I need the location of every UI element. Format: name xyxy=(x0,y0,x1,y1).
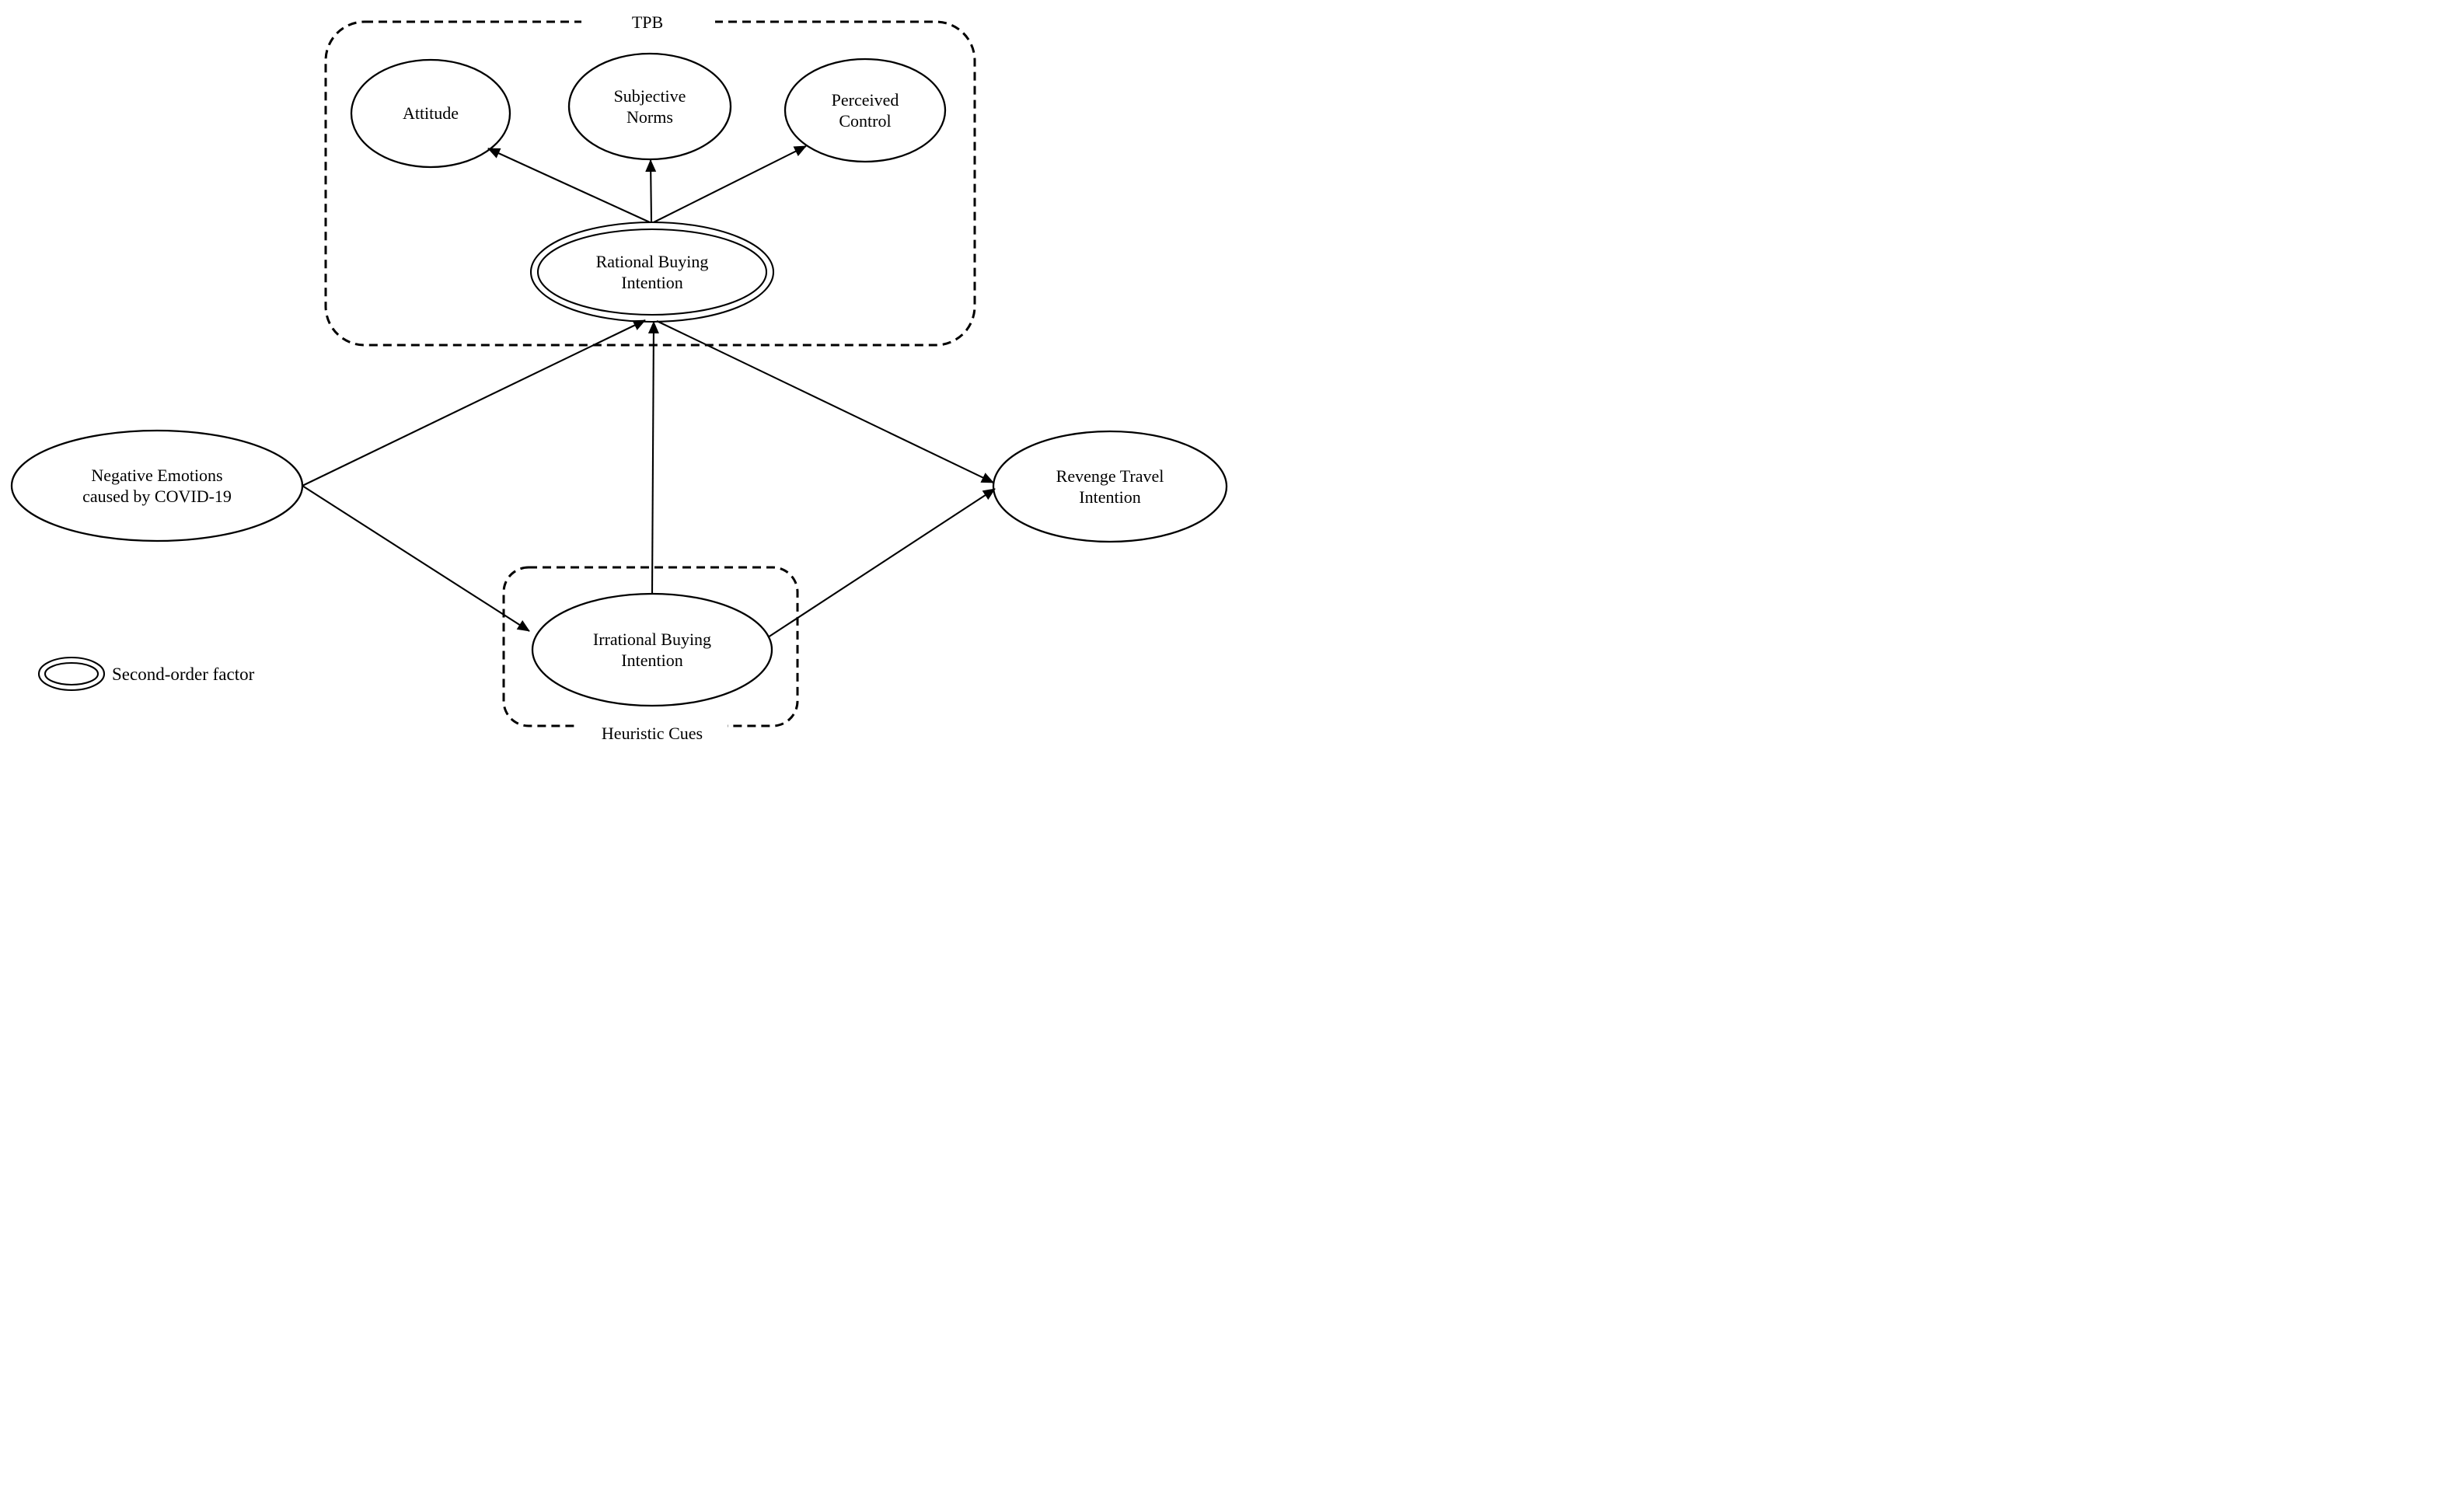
node-perceived-control xyxy=(784,58,947,163)
legend: Second-order factor xyxy=(37,656,255,692)
node-subjective-norms xyxy=(567,52,732,161)
node-revenge-travel-label-line2: Intention xyxy=(1079,487,1140,507)
edge-irrational-to-revenge-travel xyxy=(767,488,996,638)
tpb-label-gap xyxy=(581,11,715,33)
node-irrational-buying-label-line2: Intention xyxy=(621,651,682,670)
heuristic-cues-group-label: Heuristic Cues xyxy=(602,724,703,743)
node-revenge-travel-intention xyxy=(992,430,1228,543)
node-rational-buying-label-line2: Intention xyxy=(621,273,682,292)
edge-rational-to-attitude xyxy=(487,148,651,223)
node-negative-emotions xyxy=(10,429,304,542)
node-revenge-travel-label-line1: Revenge Travel xyxy=(1056,466,1164,486)
tpb-group-label: TPB xyxy=(632,12,663,32)
edge-negative-emotions-to-irrational xyxy=(302,485,530,632)
node-rational-buying-intention xyxy=(529,221,775,323)
second-order-factor-double-ellipse-icon xyxy=(37,656,106,692)
node-irrational-buying-label-line1: Irrational Buying xyxy=(593,630,711,649)
heuristic-label-gap xyxy=(575,715,728,737)
edge-rational-to-revenge-travel xyxy=(656,320,994,483)
node-negative-emotions-label-line2: caused by COVID-19 xyxy=(82,487,232,506)
legend-label: Second-order factor xyxy=(112,665,255,684)
node-attitude-label: Attitude xyxy=(403,103,459,123)
node-perceived-control-label-line1: Perceived xyxy=(832,90,899,110)
node-rational-buying-label-line1: Rational Buying xyxy=(596,252,709,271)
conceptual-model-figure: TPB Heuristic Cues Attitude Subjective N… xyxy=(0,0,1232,743)
node-negative-emotions-label-line1: Negative Emotions xyxy=(91,466,222,485)
diagram-canvas: TPB Heuristic Cues Attitude Subjective N… xyxy=(10,11,1228,743)
node-perceived-control-label-line2: Control xyxy=(839,111,891,131)
edge-negative-emotions-to-rational xyxy=(302,319,646,487)
edge-irrational-to-rational xyxy=(647,321,659,595)
node-attitude xyxy=(350,58,511,169)
edge-rational-to-perceived-control xyxy=(653,145,807,223)
node-subjective-norms-label-line1: Subjective xyxy=(614,86,686,106)
node-irrational-buying-intention xyxy=(531,592,773,707)
node-subjective-norms-label-line2: Norms xyxy=(626,107,673,127)
